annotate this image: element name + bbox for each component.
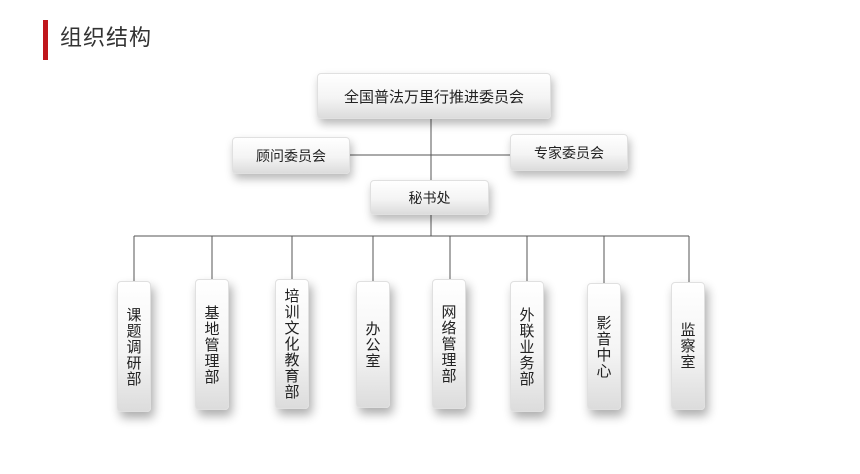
node-dept-training-education: 培训文化教育部	[275, 279, 309, 409]
node-dept-office: 办公室	[356, 281, 390, 408]
node-dept-network-management: 网络管理部	[432, 279, 466, 409]
node-committee: 全国普法万里行推进委员会	[317, 73, 551, 119]
node-secretariat: 秘书处	[370, 180, 489, 215]
page-title: 组织结构	[60, 26, 153, 51]
node-expert-committee: 专家委员会	[510, 134, 628, 171]
node-dept-media-center: 影音中心	[587, 283, 621, 410]
node-advisory-committee: 顾问委员会	[232, 137, 350, 174]
node-dept-supervision: 监察室	[671, 282, 705, 410]
title-accent-bar	[43, 20, 48, 60]
node-dept-research: 课题调研部	[117, 281, 151, 412]
node-dept-base-management: 基地管理部	[195, 279, 229, 410]
node-dept-external-affairs: 外联业务部	[510, 281, 544, 412]
